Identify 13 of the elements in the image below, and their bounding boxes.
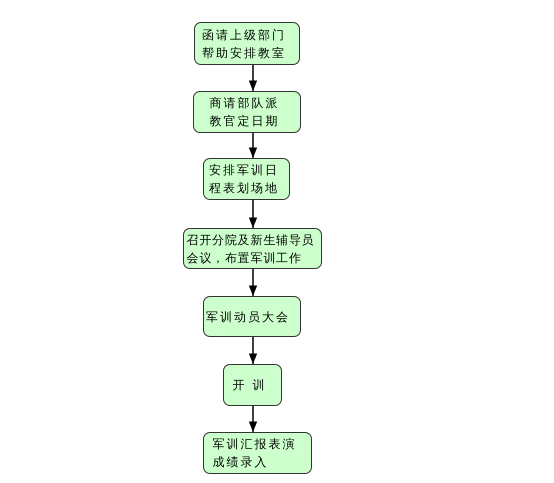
process-box: 函请上级部门帮助安排教室	[194, 22, 300, 65]
process-box: 开 训	[223, 364, 282, 406]
arrow	[248, 406, 258, 432]
process-box: 商请部队派教官定日期	[193, 91, 301, 133]
process-box: 军训汇报表演成绩录入	[203, 432, 312, 474]
process-box: 军训动员大会	[203, 296, 301, 337]
process-box: 召开分院及新生辅导员会议，布置军训工作	[183, 228, 322, 269]
arrow	[248, 337, 258, 364]
arrow	[248, 133, 258, 158]
arrow	[248, 269, 258, 296]
arrow	[248, 65, 258, 91]
process-box: 安排军训日程表划场地	[203, 158, 290, 200]
arrow	[248, 200, 258, 228]
